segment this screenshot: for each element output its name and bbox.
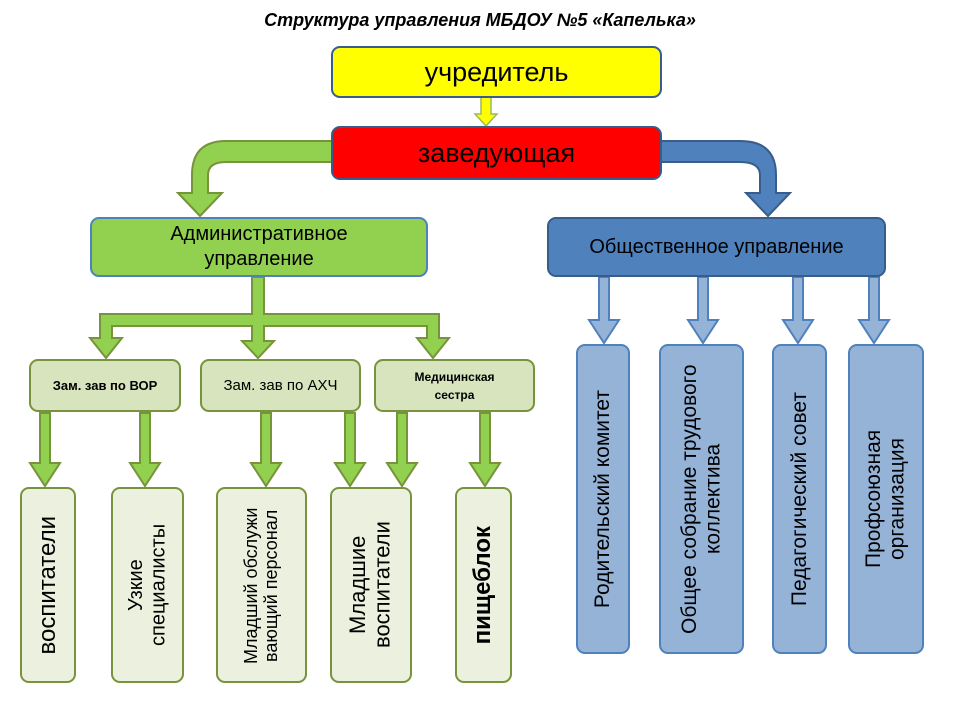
page-title: Структура управления МБДОУ №5 «Капелька» (264, 10, 696, 30)
deputy-vor-box: Зам. зав по ВОР (29, 359, 181, 412)
union-box: Профсоюзная организация (848, 344, 924, 654)
head-label: заведующая (417, 137, 576, 168)
public-label: Общественное управление (589, 235, 844, 258)
staff-junior-label: Младшие воспитатели (345, 521, 395, 649)
arrow-founder-to-head (473, 96, 499, 128)
staff-junior-box: Младшие воспитатели (330, 487, 412, 683)
pedagogical-council-box: Педагогический совет (772, 344, 827, 654)
public-box: Общественное управление (547, 217, 886, 277)
parents-committee-box: Родительский комитет (576, 344, 630, 654)
parents-committee-label: Родительский комитет (591, 389, 615, 609)
admin-box: Административное управление (90, 217, 428, 277)
head-box: заведующая (331, 126, 662, 180)
staff-educators-label: воспитатели (33, 515, 61, 655)
admin-label: Административное управление (170, 223, 348, 270)
deputy-vor-label: Зам. зав по ВОР (52, 378, 158, 393)
staff-specialists-label: Узкие специалисты (125, 523, 170, 647)
staff-specialists-box: Узкие специалисты (111, 487, 184, 683)
arrow-deputy-to-staff (28, 412, 502, 488)
staff-kitchen-box: пищеблок (455, 487, 512, 683)
staff-educators-box: воспитатели (20, 487, 76, 683)
founder-label: учредитель (424, 56, 569, 87)
arrow-head-to-admin (175, 140, 336, 218)
arrow-public-to-bodies (587, 276, 891, 345)
staff-service-box: Младший обслуживающий персонал (216, 487, 307, 683)
general-meeting-label: Общее собрание трудового коллектива (677, 364, 725, 634)
nurse-box: Медицинская сестра (374, 359, 535, 412)
arrow-head-to-public (658, 140, 793, 218)
union-label: Профсоюзная организация (862, 429, 909, 569)
nurse-label: Медицинская сестра (414, 369, 495, 402)
founder-box: учредитель (331, 46, 662, 98)
deputy-ahch-box: Зам. зав по АХЧ (200, 359, 361, 412)
pedagogical-council-label: Педагогический совет (787, 391, 811, 607)
arrow-admin-tree (87, 276, 452, 360)
staff-kitchen-label: пищеблок (469, 525, 497, 645)
deputy-ahch-label: Зам. зав по АХЧ (223, 377, 338, 394)
general-meeting-box: Общее собрание трудового коллектива (659, 344, 744, 654)
staff-service-label: Младший обслуживающий персонал (241, 506, 282, 664)
